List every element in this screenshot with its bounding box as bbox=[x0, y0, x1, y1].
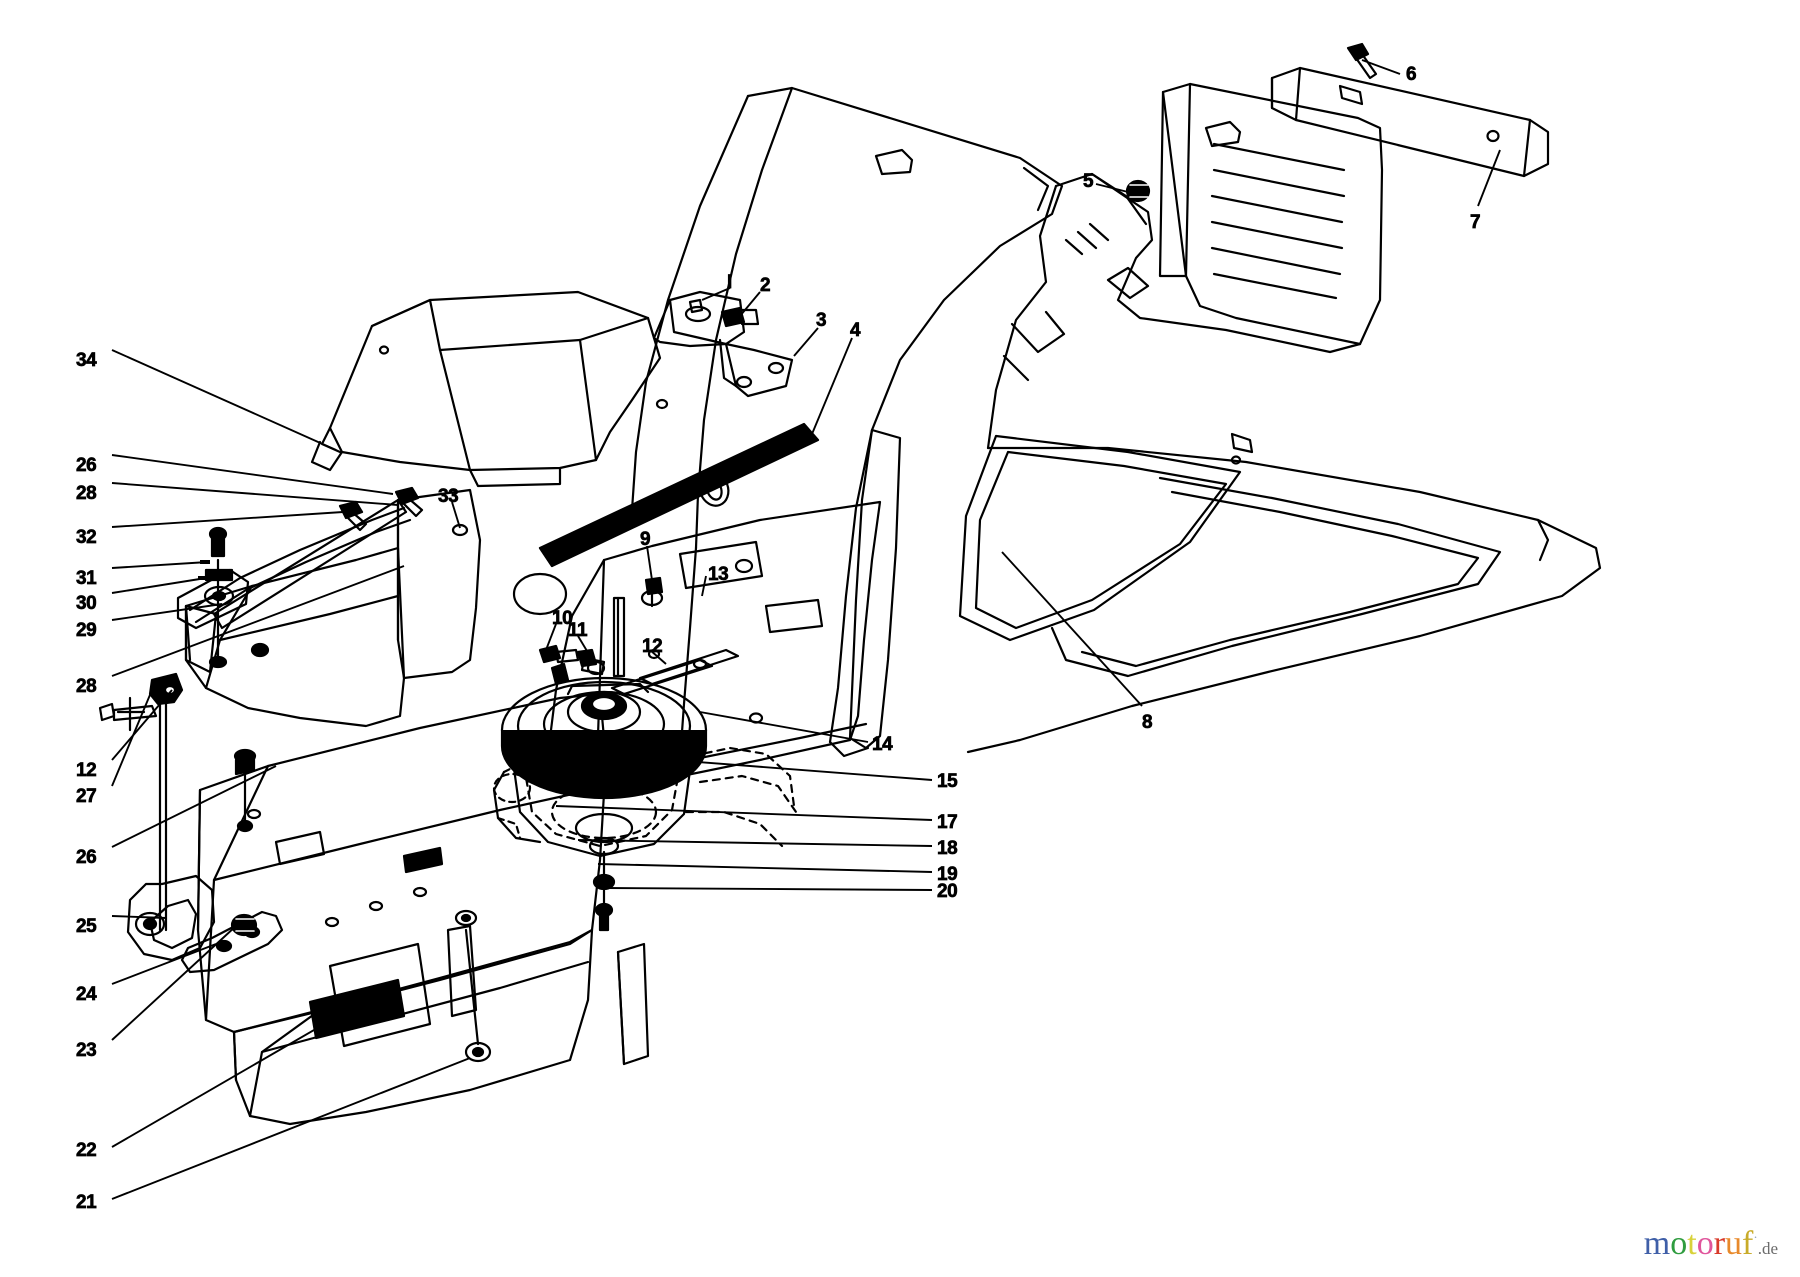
watermark-suffix: .de bbox=[1757, 1239, 1778, 1258]
callout-number-20: 20 bbox=[937, 881, 958, 903]
callout-number-22: 22 bbox=[76, 1140, 97, 1162]
watermark-letter-r-4: r bbox=[1713, 1225, 1726, 1262]
callout-number-17: 17 bbox=[937, 812, 958, 834]
callout-number-34: 34 bbox=[76, 350, 97, 372]
callout-leader-lines bbox=[111, 59, 1501, 1200]
callout-number-9: 9 bbox=[640, 529, 651, 551]
callout-number-28b: 28 bbox=[76, 676, 97, 698]
callout-number-11: 11 bbox=[568, 620, 588, 642]
callout-number-25: 25 bbox=[76, 916, 97, 938]
watermark-letter-m-0: m bbox=[1643, 1225, 1671, 1262]
watermark-letter-o-1: o bbox=[1670, 1225, 1688, 1262]
callout-number-14: 14 bbox=[872, 734, 893, 756]
callout-number-33: 33 bbox=[438, 486, 459, 508]
callout-number-26: 26 bbox=[76, 455, 97, 477]
callout-number-10: 10 bbox=[552, 608, 573, 630]
callout-number-24: 24 bbox=[76, 984, 97, 1006]
callout-number-13: 13 bbox=[708, 564, 729, 586]
callout-number-7: 7 bbox=[1470, 212, 1481, 234]
callout-number-12: 12 bbox=[642, 636, 663, 658]
callout-number-6: 6 bbox=[1406, 64, 1417, 86]
watermark-letter-t-2: t bbox=[1687, 1225, 1697, 1262]
callout-number-3: 3 bbox=[816, 310, 827, 332]
callout-number-15: 15 bbox=[937, 771, 958, 793]
callout-number-5: 5 bbox=[1083, 171, 1094, 193]
watermark-letter-u-5: u bbox=[1725, 1225, 1743, 1262]
callout-number-18: 18 bbox=[937, 838, 958, 860]
callout-number-19: 19 bbox=[937, 864, 958, 886]
callout-number-27: 27 bbox=[76, 786, 97, 808]
callout-number-21: 21 bbox=[76, 1192, 97, 1214]
watermark-letter-f-6: f bbox=[1742, 1225, 1754, 1262]
callout-number-4: 4 bbox=[850, 320, 861, 342]
callout-number-28a: 28 bbox=[76, 483, 97, 505]
watermark-dot: · bbox=[1753, 1229, 1758, 1245]
callout-number-2: 2 bbox=[760, 275, 771, 297]
callout-number-23: 23 bbox=[76, 1040, 97, 1062]
callout-number-30: 30 bbox=[76, 593, 97, 615]
callout-number-29: 29 bbox=[76, 620, 97, 642]
callout-number-1: I bbox=[727, 272, 733, 294]
callout-number-8: 8 bbox=[1142, 712, 1153, 734]
callout-number-31: 31 bbox=[76, 568, 97, 590]
watermark-motoruf: motoruf·.de bbox=[1644, 1227, 1778, 1261]
watermark-letter-o-3: o bbox=[1696, 1225, 1714, 1262]
callout-number-26a: 26 bbox=[76, 847, 97, 869]
callout-number-32: 32 bbox=[76, 527, 97, 549]
callout-number-12b: 12 bbox=[76, 760, 97, 782]
